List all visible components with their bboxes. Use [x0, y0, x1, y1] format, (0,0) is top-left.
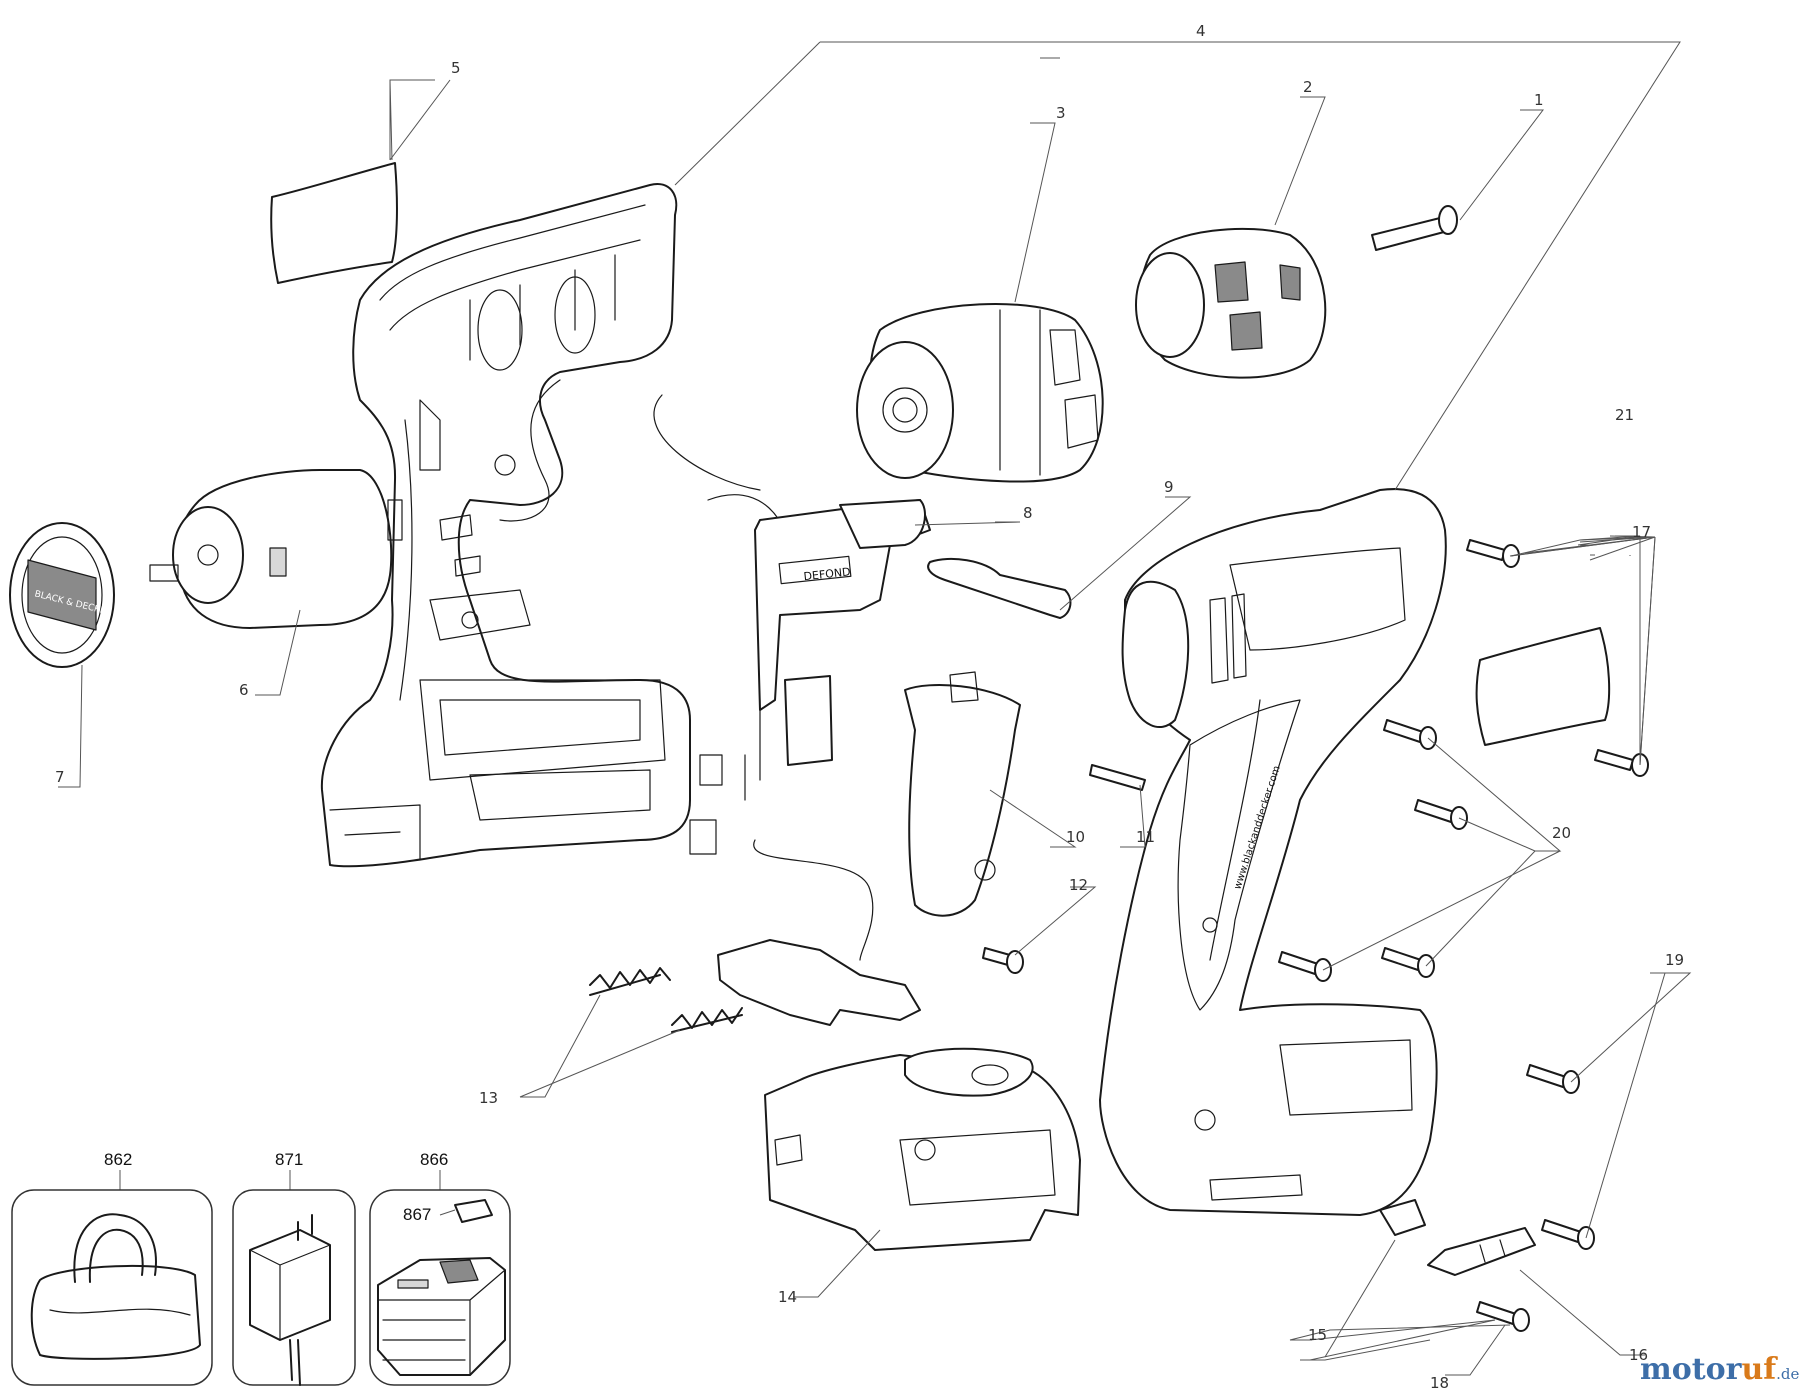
watermark-text-3: .de	[1776, 1365, 1800, 1383]
callout-19: 19	[1665, 951, 1684, 969]
callout-3: 3	[1056, 104, 1066, 122]
callout-11: 11	[1136, 828, 1155, 846]
callout-866: 866	[420, 1150, 448, 1169]
callout-13: 13	[479, 1089, 498, 1107]
callout-16: 16	[1629, 1346, 1648, 1364]
callout-871: 871	[275, 1150, 303, 1169]
chuck-screw	[1371, 205, 1458, 251]
leader-lines	[58, 41, 1692, 1376]
callout-9: 9	[1164, 478, 1174, 496]
label-plate-right	[1475, 627, 1611, 746]
callout-1: 1	[1534, 91, 1544, 109]
accessory-charger: 871	[232, 1150, 356, 1386]
motor	[149, 469, 403, 629]
screw-12	[982, 947, 1024, 974]
callout-8: 8	[1023, 504, 1033, 522]
label-plate-left	[270, 162, 398, 284]
accessory-battery: 866 867	[369, 1150, 511, 1386]
callout-20: 20	[1552, 824, 1571, 842]
pin	[1089, 764, 1146, 791]
screw-18	[1476, 1301, 1530, 1332]
callout-18: 18	[1430, 1374, 1449, 1392]
callout-15: 15	[1308, 1326, 1327, 1344]
gearbox	[856, 303, 1104, 483]
screws-19	[1526, 1064, 1595, 1250]
watermark-text-2: uf	[1741, 1352, 1777, 1387]
callout-14: 14	[778, 1288, 797, 1306]
switch-assembly: DEFOND	[653, 394, 931, 961]
driver-bit	[1427, 1227, 1536, 1276]
callout-17: 17	[1632, 523, 1651, 541]
watermark-text-1: motor	[1640, 1352, 1742, 1387]
right-housing-half: www.blackanddecker.com	[1099, 488, 1447, 1216]
callout-2: 2	[1303, 78, 1313, 96]
callout-862: 862	[104, 1150, 132, 1169]
springs	[589, 967, 743, 1033]
chuck	[1135, 227, 1327, 379]
callout-7: 7	[55, 768, 65, 786]
callout-12: 12	[1069, 876, 1088, 894]
callout-6: 6	[239, 681, 249, 699]
terminal-block	[717, 939, 921, 1026]
motor-end-cap: BLACK & DECKER	[9, 522, 115, 668]
trigger-label: DEFOND	[803, 565, 851, 583]
callout-numbers: 4 5 2 1 3 21 9 8 17 6 7 10 11 20 12 19 1…	[55, 22, 1684, 1392]
forward-reverse-button	[927, 557, 1072, 619]
handle-insert	[904, 671, 1021, 917]
callout-21: 21	[1615, 406, 1634, 424]
battery-housing	[764, 1047, 1081, 1251]
callout-5: 5	[451, 59, 461, 77]
accessory-bag: 862	[11, 1150, 213, 1386]
callout-10: 10	[1066, 828, 1085, 846]
callout-867: 867	[403, 1205, 431, 1224]
watermark-logo: motoruf.de	[1640, 1352, 1799, 1387]
callout-4: 4	[1196, 22, 1206, 40]
bit-clip	[1379, 1199, 1426, 1236]
left-housing-half	[320, 183, 691, 868]
